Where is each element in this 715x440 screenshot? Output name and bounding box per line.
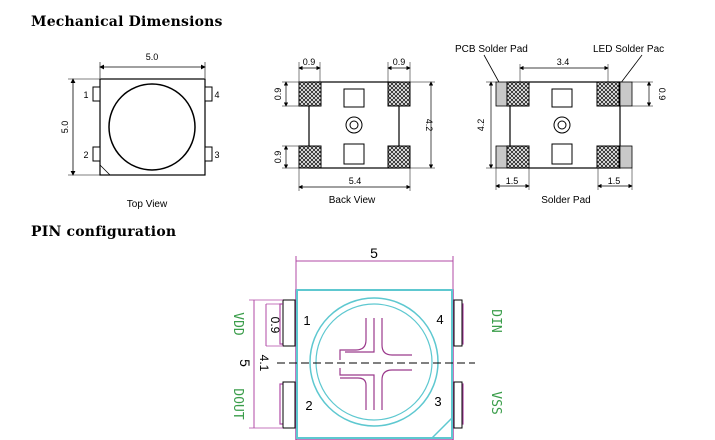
signal-dout-label: DOUT <box>230 388 245 419</box>
top-view-height-dim: 5.0 <box>60 121 70 134</box>
pin-config-width-dim: 5 <box>370 245 378 261</box>
back-view-width-dim: 5.4 <box>349 176 362 186</box>
solder-pad-left-w-dim: 1.5 <box>506 176 519 186</box>
top-view-pin-2: 2 <box>83 150 88 160</box>
pin-3-label: 3 <box>434 394 441 409</box>
signal-vss-label: VSS <box>488 391 503 414</box>
signal-vdd-label: VDD <box>230 312 245 336</box>
back-view-pad-top-h-dim: 0.9 <box>273 88 283 101</box>
solder-pad-pad-h-dim: 0.9 <box>657 88 667 101</box>
solder-pad-height-dim: 4.2 <box>476 119 486 132</box>
pin-config-height-dim: 5 <box>237 359 253 367</box>
solder-pad-caption: Solder Pad <box>541 195 590 206</box>
solder-pad-span-dim: 3.4 <box>557 57 570 67</box>
top-view-lens <box>108 83 196 171</box>
section-title-mechanical: Mechanical Dimensions <box>31 14 223 30</box>
back-view-caption: Back View <box>329 195 376 206</box>
back-view-pad-right-dim: 0.9 <box>393 57 406 67</box>
top-view-pin-1: 1 <box>83 90 88 100</box>
solder-pad: PCB Solder Pad LED Solder Pac 3.4 0.9 4.… <box>455 44 667 206</box>
pin-4-label: 4 <box>436 312 443 327</box>
pin-config: 5 5 <box>230 245 503 440</box>
pcb-solder-pad-label: PCB Solder Pad <box>455 44 528 55</box>
led-solder-pad-label: LED Solder Pac <box>593 44 664 55</box>
pin-config-spacing-dim: 4.1 <box>257 355 271 372</box>
back-view-pad-bottom-h-dim: 0.9 <box>273 151 283 164</box>
top-view-pin-4: 4 <box>214 90 219 100</box>
top-view-width-dim: 5.0 <box>146 52 159 62</box>
signal-din-label: DIN <box>488 309 503 332</box>
pin-1-label: 1 <box>303 313 310 328</box>
section-title-pin: PIN configuration <box>31 224 177 240</box>
pin-config-pin-h-dim: 0.9 <box>268 317 282 334</box>
pin-2-label: 2 <box>305 398 312 413</box>
top-view-pin-3: 3 <box>214 150 219 160</box>
back-view-height-dim: 4.2 <box>424 119 434 132</box>
back-view: 0.9 0.9 0.9 0.9 4.2 5.4 Back View <box>273 57 435 206</box>
top-view: 5.0 5.0 1 2 3 4 Top View <box>60 52 220 210</box>
top-view-caption: Top View <box>127 199 168 210</box>
back-view-pad-left-dim: 0.9 <box>303 57 316 67</box>
solder-pad-right-w-dim: 1.5 <box>608 176 621 186</box>
